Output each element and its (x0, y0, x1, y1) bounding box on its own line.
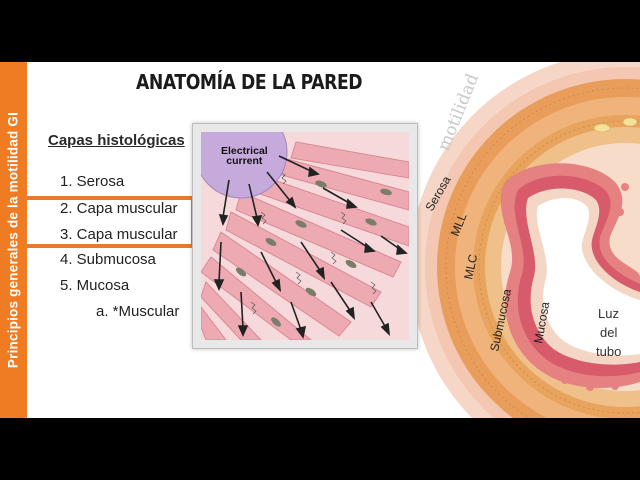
layers-subtitle: Capas histológicas (48, 132, 185, 149)
list-item-submucosa: 4. Submucosa (60, 251, 156, 268)
muscle-figure: Electrical current (201, 132, 409, 340)
slide-title: ANATOMÍA DE LA PARED (136, 70, 362, 94)
electrical-current-line2: current (221, 156, 268, 166)
lumen-label-3: tubo (596, 344, 621, 359)
side-label: Principios generales de la motilidad GI (6, 112, 21, 368)
lumen-label-1: Luz (598, 306, 619, 321)
muscle-figure-panel: Electrical current (192, 123, 418, 349)
highlight-box (27, 196, 195, 248)
electrical-current-label: Electrical current (221, 146, 268, 166)
gi-wall-illustration: motilidad Serosa MLL MLC Submucosa Mucos… (410, 62, 640, 418)
slide: Principios generales de la motilidad GI … (0, 62, 640, 418)
list-item-mucosa: 5. Mucosa (60, 277, 129, 294)
side-bar: Principios generales de la motilidad GI (0, 62, 27, 418)
list-item-muscularis-mucosae: a. *Muscular (96, 303, 179, 320)
lumen-label-2: del (600, 325, 617, 340)
list-item-serosa: 1. Serosa (60, 173, 124, 190)
